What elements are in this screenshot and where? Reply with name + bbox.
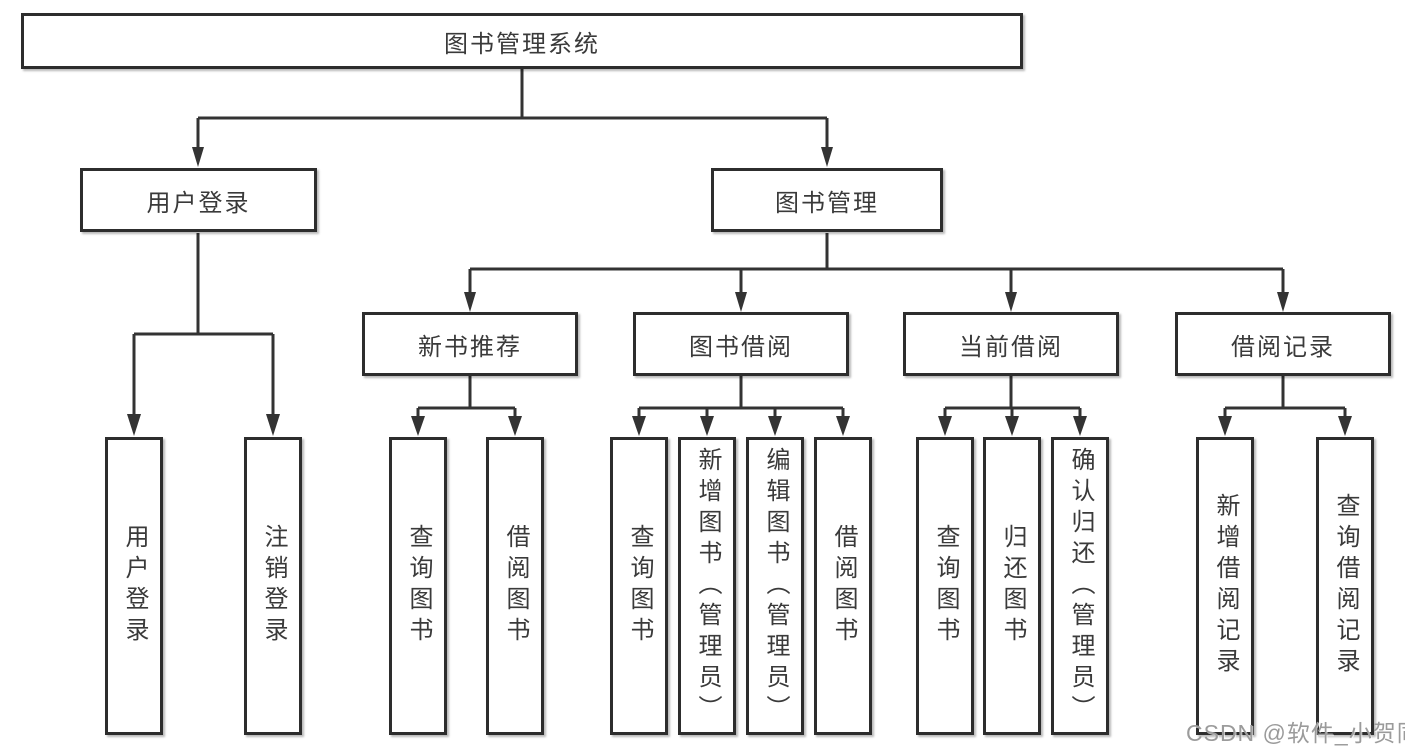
leaf-query-borrow-record-label: 查询借阅记录 [1332,493,1359,679]
leaf-borrow-book-recommend: 借阅图书 [486,437,544,735]
leaf-query-book-borrowing: 查询图书 [610,437,668,735]
leaf-edit-book-admin-label: 编辑图书（管理员） [762,446,789,726]
leaf-borrow-book-label: 借阅图书 [830,524,857,648]
connector-borrow-record-children [1218,376,1352,436]
csdn-watermark: CSDN @软件_小贺同学 [1186,720,1405,746]
node-root-system-label: 图书管理系统 [444,30,600,58]
leaf-query-borrow-record: 查询借阅记录 [1316,437,1374,735]
node-root-system: 图书管理系统 [21,13,1023,69]
node-new-book-recommend-label: 新书推荐 [418,333,522,361]
leaf-edit-book-admin: 编辑图书（管理员） [746,437,804,735]
connector-root-to-level2 [192,69,833,167]
node-current-borrowing-label: 当前借阅 [959,333,1063,361]
node-user-login: 用户登录 [80,168,317,232]
node-book-management-label: 图书管理 [775,189,879,217]
leaf-return-book-label: 归还图书 [999,524,1026,648]
connector-user-login-children [127,233,280,436]
connector-book-borrow-children [632,376,850,436]
leaf-confirm-return-admin-label: 确认归还（管理员） [1067,446,1094,726]
leaf-add-book-admin: 新增图书（管理员） [678,437,736,735]
leaf-query-book-recommend: 查询图书 [389,437,447,735]
node-book-borrowing: 图书借阅 [633,312,849,376]
node-borrowing-records: 借阅记录 [1175,312,1391,376]
node-borrowing-records-label: 借阅记录 [1231,333,1335,361]
leaf-add-borrow-record-label: 新增借阅记录 [1212,493,1239,679]
connector-current-borrow-children [938,376,1087,436]
connector-book-mgmt-children [464,233,1289,312]
leaf-user-login: 用户登录 [105,437,163,735]
leaf-query-book-current-label: 查询图书 [932,524,959,648]
leaf-confirm-return-admin: 确认归还（管理员） [1051,437,1109,735]
node-book-borrowing-label: 图书借阅 [689,333,793,361]
connector-new-book-children [411,376,522,436]
node-book-management: 图书管理 [711,168,943,232]
leaf-add-borrow-record: 新增借阅记录 [1196,437,1254,735]
leaf-user-login-label: 用户登录 [121,524,148,648]
leaf-logout: 注销登录 [244,437,302,735]
leaf-borrow-book: 借阅图书 [814,437,872,735]
leaf-add-book-admin-label: 新增图书（管理员） [694,446,721,726]
leaf-query-book-recommend-label: 查询图书 [405,524,432,648]
leaf-return-book: 归还图书 [983,437,1041,735]
node-current-borrowing: 当前借阅 [903,312,1119,376]
leaf-query-book-current: 查询图书 [916,437,974,735]
leaf-borrow-book-recommend-label: 借阅图书 [502,524,529,648]
node-new-book-recommend: 新书推荐 [362,312,578,376]
node-user-login-label: 用户登录 [146,189,251,217]
leaf-logout-label: 注销登录 [260,524,287,648]
leaf-query-book-borrowing-label: 查询图书 [626,524,653,648]
